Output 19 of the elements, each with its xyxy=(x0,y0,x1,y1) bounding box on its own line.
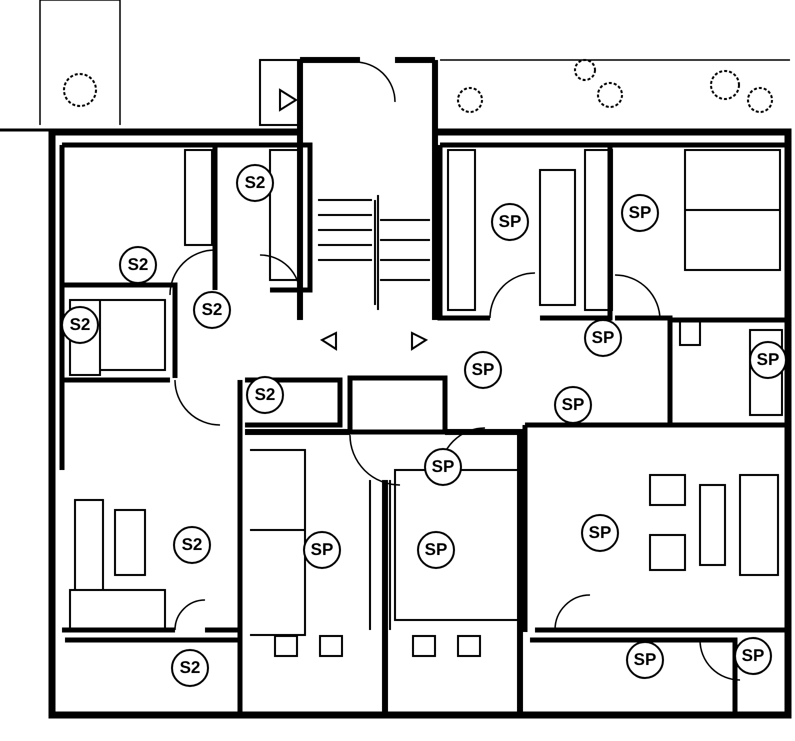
room-number: SP xyxy=(584,319,622,357)
room-number: S2 xyxy=(61,306,99,344)
room-number: SP xyxy=(491,203,529,241)
room-number: SP xyxy=(303,531,341,569)
room-number: S2 xyxy=(193,291,231,329)
room-number: S2 xyxy=(171,649,209,687)
room-number: S2 xyxy=(236,164,274,202)
room-number: SP xyxy=(424,448,462,486)
room-number: SP xyxy=(749,341,787,379)
room-number: S2 xyxy=(119,246,157,284)
room-number: SP xyxy=(626,641,664,679)
room-number: SP xyxy=(554,386,592,424)
room-number: S2 xyxy=(173,526,211,564)
room-number: SP xyxy=(581,514,619,552)
room-number: S2 xyxy=(246,376,284,414)
room-number: SP xyxy=(417,531,455,569)
room-number: SP xyxy=(621,194,659,232)
room-number: SP xyxy=(734,637,772,675)
room-number: SP xyxy=(464,351,502,389)
